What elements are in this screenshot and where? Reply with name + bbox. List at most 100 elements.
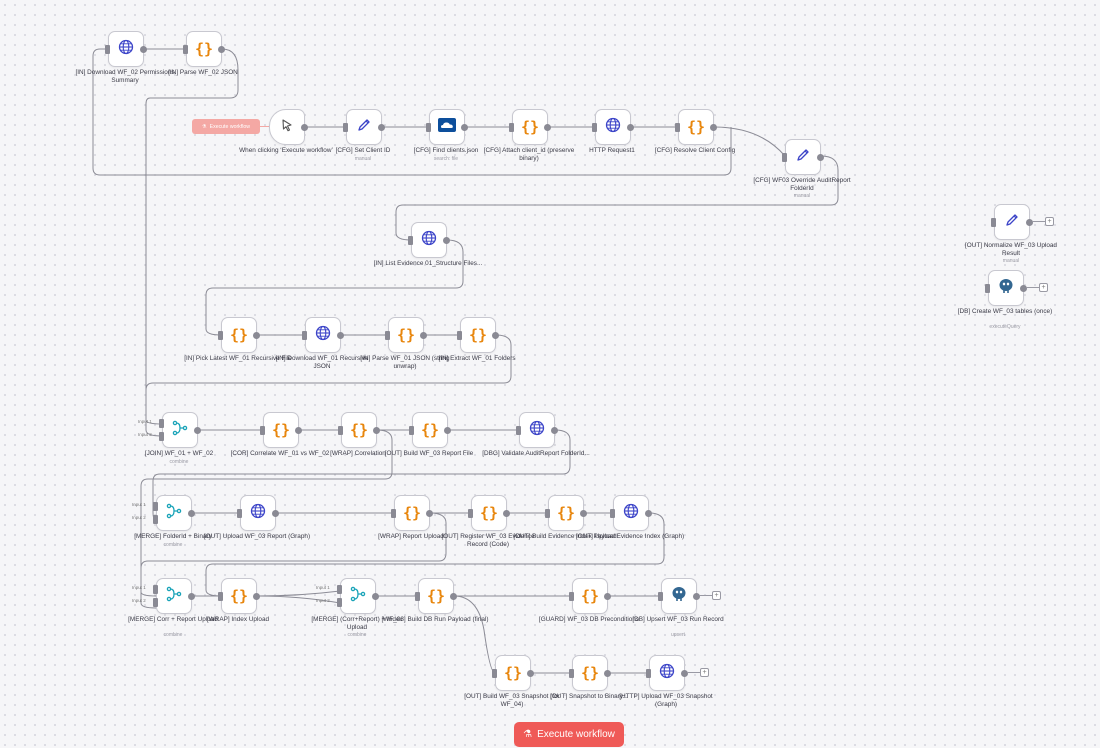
node-n18[interactable]: {} — [409, 412, 451, 448]
input-port[interactable] — [183, 44, 188, 54]
input-port[interactable] — [153, 584, 158, 594]
input-port[interactable] — [658, 591, 663, 601]
node-n3[interactable] — [269, 109, 308, 145]
input-port[interactable] — [105, 44, 110, 54]
output-port[interactable] — [253, 592, 260, 600]
node-n26[interactable] — [153, 578, 195, 614]
output-port[interactable] — [337, 331, 344, 339]
node-n21[interactable] — [237, 495, 279, 531]
node-n32[interactable]: {} — [492, 655, 534, 691]
node-n6[interactable]: {} — [509, 109, 551, 145]
input-port[interactable] — [408, 235, 413, 245]
output-port[interactable] — [188, 592, 195, 600]
add-node-icon[interactable]: + — [712, 591, 721, 600]
output-port[interactable] — [645, 509, 652, 517]
input-port[interactable] — [782, 152, 787, 162]
node-n36[interactable] — [985, 270, 1027, 306]
add-node-icon[interactable]: + — [1039, 283, 1048, 292]
output-port[interactable] — [580, 509, 587, 517]
output-port[interactable] — [194, 426, 201, 434]
output-port[interactable] — [443, 236, 450, 244]
node-n29[interactable]: {} — [415, 578, 457, 614]
node-n12[interactable] — [302, 317, 344, 353]
input-port[interactable] — [338, 425, 343, 435]
input-port[interactable] — [426, 122, 431, 132]
execute-workflow-chip[interactable]: ⚗ Execute workflow — [192, 119, 260, 134]
input-port[interactable] — [159, 418, 164, 428]
node-n1[interactable] — [105, 31, 147, 67]
node-n2[interactable]: {} — [183, 31, 225, 67]
node-n34[interactable] — [646, 655, 688, 691]
input-port[interactable] — [343, 122, 348, 132]
node-n20[interactable] — [153, 495, 195, 531]
input-port[interactable] — [153, 501, 158, 511]
input-port[interactable] — [337, 598, 342, 608]
output-port[interactable] — [420, 331, 427, 339]
output-port[interactable] — [693, 592, 700, 600]
output-port[interactable] — [551, 426, 558, 434]
output-port[interactable] — [604, 592, 611, 600]
input-port[interactable] — [218, 591, 223, 601]
node-n7[interactable] — [592, 109, 634, 145]
output-port[interactable] — [188, 509, 195, 517]
input-port[interactable] — [569, 591, 574, 601]
output-port[interactable] — [544, 123, 551, 131]
output-port[interactable] — [461, 123, 468, 131]
output-port[interactable] — [140, 45, 147, 53]
output-port[interactable] — [1026, 218, 1033, 226]
input-port[interactable] — [509, 122, 514, 132]
input-port[interactable] — [468, 508, 473, 518]
add-node-icon[interactable]: + — [1045, 217, 1054, 226]
input-port[interactable] — [516, 425, 521, 435]
node-n23[interactable]: {} — [468, 495, 510, 531]
output-port[interactable] — [218, 45, 225, 53]
input-port[interactable] — [985, 283, 990, 293]
output-port[interactable] — [373, 426, 380, 434]
input-port[interactable] — [610, 508, 615, 518]
node-n4[interactable] — [343, 109, 385, 145]
input-port[interactable] — [457, 330, 462, 340]
node-n5[interactable] — [426, 109, 468, 145]
output-port[interactable] — [627, 123, 634, 131]
output-port[interactable] — [426, 509, 433, 517]
input-port[interactable] — [409, 425, 414, 435]
input-port[interactable] — [646, 668, 651, 678]
output-port[interactable] — [817, 153, 824, 161]
output-port[interactable] — [604, 669, 611, 677]
input-port[interactable] — [237, 508, 242, 518]
add-node-icon[interactable]: + — [700, 668, 709, 677]
node-n17[interactable]: {} — [338, 412, 380, 448]
output-port[interactable] — [253, 331, 260, 339]
node-n11[interactable]: {} — [218, 317, 260, 353]
output-port[interactable] — [450, 592, 457, 600]
input-port[interactable] — [545, 508, 550, 518]
output-port[interactable] — [444, 426, 451, 434]
node-n16[interactable]: {} — [260, 412, 302, 448]
output-port[interactable] — [301, 123, 308, 131]
node-n33[interactable]: {} — [569, 655, 611, 691]
input-port[interactable] — [991, 217, 996, 227]
node-n35[interactable] — [991, 204, 1033, 240]
output-port[interactable] — [1020, 284, 1027, 292]
node-n31[interactable] — [658, 578, 700, 614]
input-port[interactable] — [218, 330, 223, 340]
node-n9[interactable] — [782, 139, 824, 175]
node-n25[interactable] — [610, 495, 652, 531]
output-port[interactable] — [372, 592, 379, 600]
node-n14[interactable]: {} — [457, 317, 499, 353]
node-n19[interactable] — [516, 412, 558, 448]
node-n22[interactable]: {} — [391, 495, 433, 531]
input-port[interactable] — [302, 330, 307, 340]
node-n10[interactable] — [408, 222, 450, 258]
node-n8[interactable]: {} — [675, 109, 717, 145]
input-port[interactable] — [153, 515, 158, 525]
input-port[interactable] — [592, 122, 597, 132]
node-n15[interactable] — [159, 412, 201, 448]
node-n27[interactable]: {} — [218, 578, 260, 614]
input-port[interactable] — [159, 432, 164, 442]
execute-workflow-button[interactable]: ⚗ Execute workflow — [514, 722, 624, 747]
node-n30[interactable]: {} — [569, 578, 611, 614]
node-n24[interactable]: {} — [545, 495, 587, 531]
input-port[interactable] — [569, 668, 574, 678]
output-port[interactable] — [681, 669, 688, 677]
